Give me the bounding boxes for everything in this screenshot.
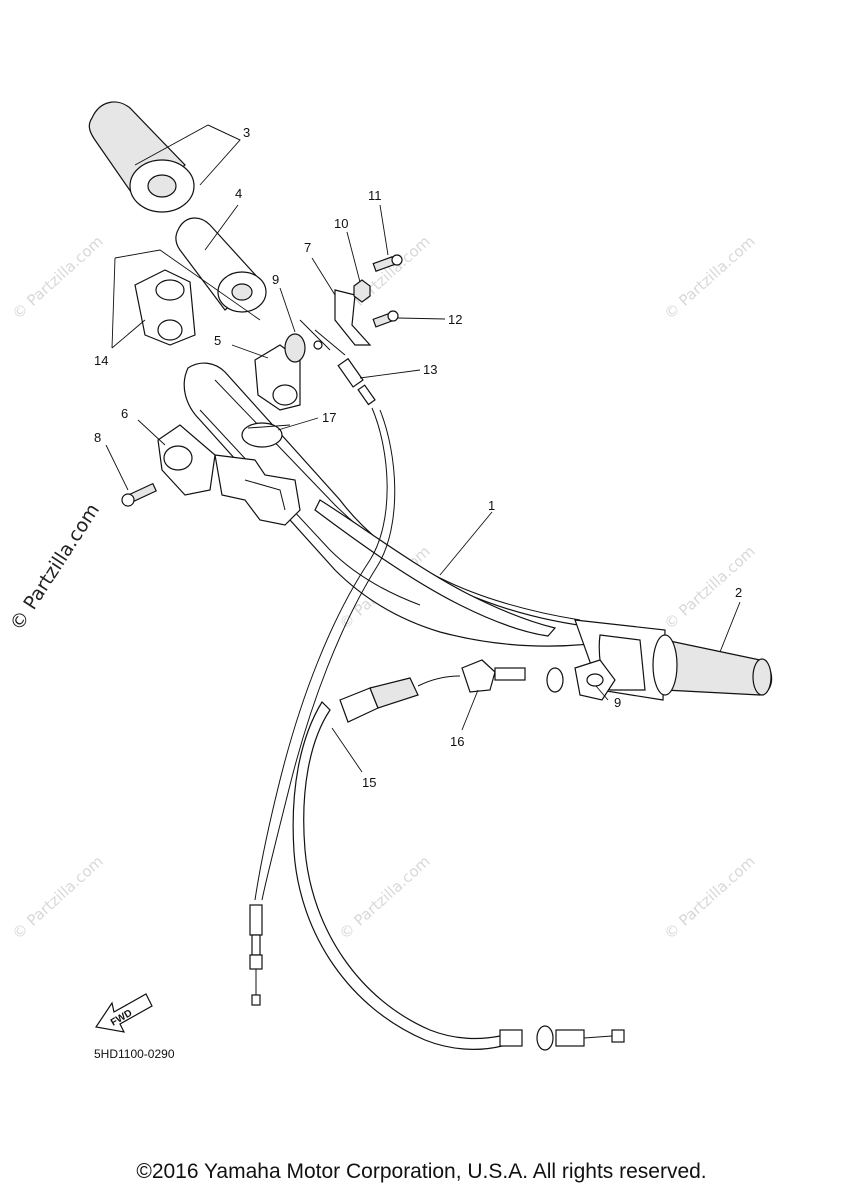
diagram-code: 5HD1100-0290 [94,1047,175,1061]
throttle-cable-fitting [337,357,376,406]
copyright-notice: ©2016 Yamaha Motor Corporation, U.S.A. A… [136,1160,707,1183]
collar [241,422,291,448]
callout-12: 12 [448,312,462,327]
watermark: © Partzilla.com [9,852,107,943]
grip-right [598,634,773,696]
callout-10: 10 [334,216,348,231]
callouts: 1 2 3 4 5 6 7 8 9 9 10 11 12 13 14 15 16… [94,125,742,790]
callout-16: 16 [450,734,464,749]
watermark-prominent: © Partzilla.com [6,500,104,635]
watermark: © Partzilla.com [9,232,107,323]
callout-1: 1 [488,498,495,513]
adjuster-9 [284,319,346,363]
holder [157,424,216,496]
callout-8: 8 [94,430,101,445]
watermark: © Partzilla.com [661,852,759,943]
callout-15: 15 [362,775,376,790]
callout-5: 5 [214,333,221,348]
housing-half [254,344,301,411]
throttle-grip [88,101,195,213]
leader-lines [105,124,741,773]
callout-7: 7 [304,240,311,255]
callout-11: 11 [368,188,382,203]
callout-6: 6 [121,406,128,421]
callout-14: 14 [94,353,108,368]
throttle-housing [134,269,196,346]
callout-17: 17 [322,410,336,425]
callout-9-upper: 9 [272,272,279,287]
throttle-cable [249,407,396,1006]
watermark: © Partzilla.com [661,542,759,633]
clamp-bracket [214,454,301,526]
callout-2: 2 [735,585,742,600]
fwd-arrow-icon: FWD [94,993,153,1033]
callout-3: 3 [243,125,250,140]
clutch-cable [292,675,625,1051]
cable-adjuster-16 [461,659,564,693]
throttle-tube [175,217,267,313]
lever-perch [574,659,616,701]
callout-4: 4 [235,186,242,201]
screw-11 [372,254,403,272]
screw-12 [372,310,399,328]
watermark: © Partzilla.com [661,232,759,323]
screw-8 [121,482,157,507]
nut-10 [353,279,371,303]
watermark: © Partzilla.com [336,852,434,943]
callout-9-lower: 9 [614,695,621,710]
handlebar [183,362,666,701]
callout-13: 13 [423,362,437,377]
